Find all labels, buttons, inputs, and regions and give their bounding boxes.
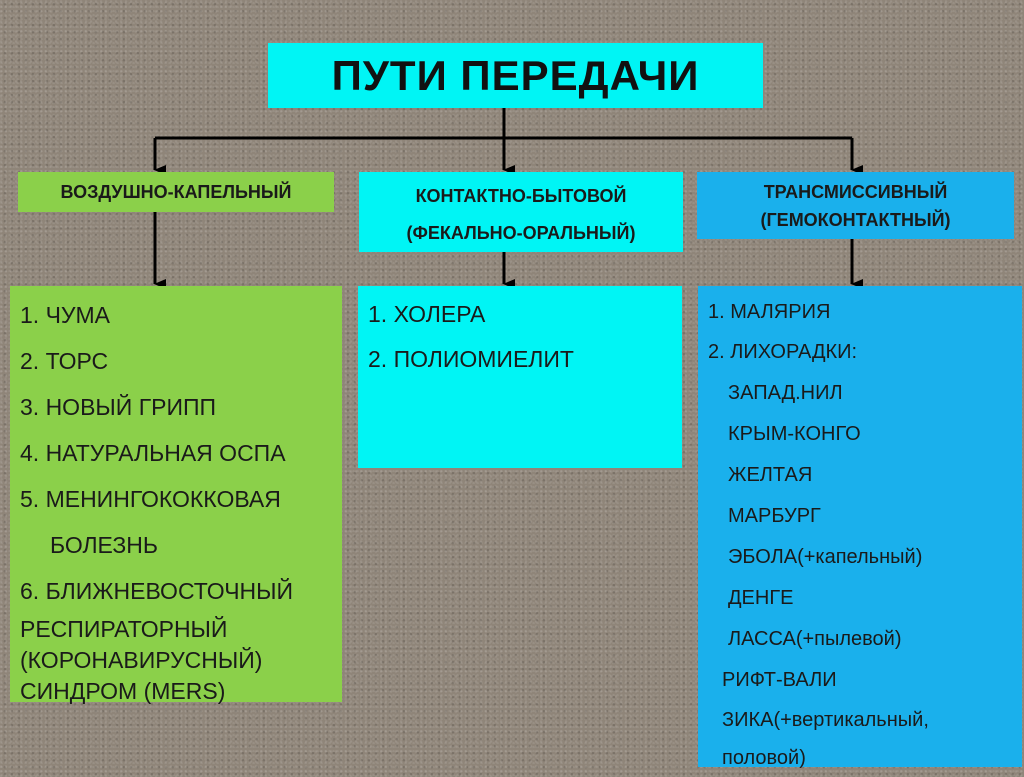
category-contact-line1: КОНТАКТНО-БЫТОВОЙ	[415, 186, 627, 206]
list-transmissive: 1. МАЛЯРИЯ 2. ЛИХОРАДКИ: ЗАПАД.НИЛ КРЫМ-…	[698, 286, 1022, 769]
list-item: КРЫМ-КОНГО	[728, 423, 861, 445]
list-item: ЭБОЛА(+капельный)	[728, 546, 923, 568]
list-item: РЕСПИРАТОРНЫЙ	[20, 616, 228, 642]
list-item: 4. НАТУРАЛЬНАЯ ОСПА	[20, 440, 286, 466]
list-item: 2. ТОРС	[20, 348, 109, 374]
list-item: ДЕНГЕ	[728, 587, 794, 609]
category-transmissive-line1: ТРАНСМИССИВНЫЙ	[763, 182, 948, 202]
page-title: ПУТИ ПЕРЕДАЧИ	[268, 43, 763, 108]
list-item: 1. ХОЛЕРА	[368, 301, 486, 327]
list-item: 3. НОВЫЙ ГРИПП	[20, 394, 217, 420]
list-item: половой)	[722, 747, 806, 769]
list-item: БОЛЕЗНЬ	[50, 532, 158, 558]
list-item: ЗАПАД.НИЛ	[728, 382, 843, 404]
list-item: 6. БЛИЖНЕВОСТОЧНЫЙ	[20, 578, 294, 604]
list-item: 1. МАЛЯРИЯ	[708, 301, 831, 323]
category-transmissive: ТРАНСМИССИВНЫЙ (ГЕМОКОНТАКТНЫЙ)	[697, 172, 1014, 239]
category-airborne: ВОЗДУШНО-КАПЕЛЬНЫЙ	[18, 172, 334, 212]
list-item: ЛАССА(+пылевой)	[728, 628, 902, 650]
list-item: 2. ПОЛИОМИЕЛИТ	[368, 346, 574, 372]
list-item: 2. ЛИХОРАДКИ:	[708, 341, 858, 363]
list-item: СИНДРОМ (MERS)	[20, 678, 226, 704]
list-item: 5. МЕНИНГОКОККОВАЯ	[20, 486, 281, 512]
list-item: ЗИКА(+вертикальный,	[722, 709, 929, 731]
category-contact-line2: (ФЕКАЛЬНО-ОРАЛЬНЫЙ)	[406, 223, 636, 243]
list-airborne: 1. ЧУМА 2. ТОРС 3. НОВЫЙ ГРИПП 4. НАТУРА…	[10, 286, 342, 704]
category-contact: КОНТАКТНО-БЫТОВОЙ (ФЕКАЛЬНО-ОРАЛЬНЫЙ)	[359, 172, 683, 252]
list-item: МАРБУРГ	[728, 505, 821, 527]
list-item: 1. ЧУМА	[20, 302, 111, 328]
category-transmissive-line2: (ГЕМОКОНТАКТНЫЙ)	[760, 210, 951, 230]
list-item: (КОРОНАВИРУСНЫЙ)	[20, 647, 263, 673]
list-item: РИФТ-ВАЛИ	[722, 669, 837, 691]
list-contact: 1. ХОЛЕРА 2. ПОЛИОМИЕЛИТ	[358, 286, 682, 468]
list-item: ЖЕЛТАЯ	[728, 464, 813, 486]
